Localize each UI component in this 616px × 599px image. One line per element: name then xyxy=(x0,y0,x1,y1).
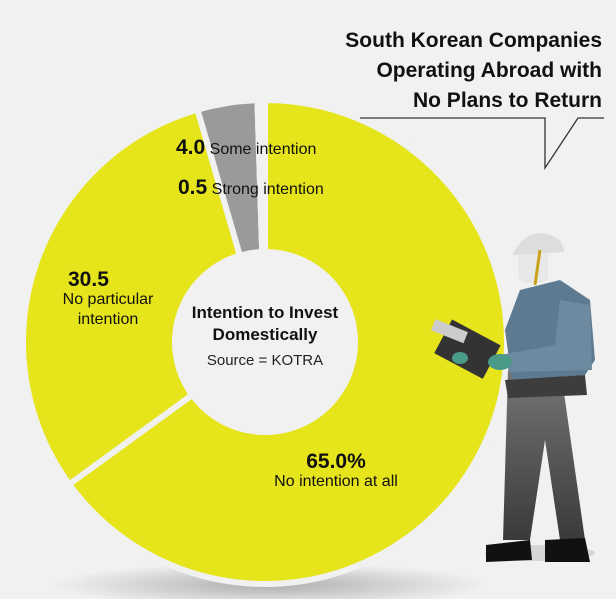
donut-hole xyxy=(175,252,355,432)
value-label: 65.0% xyxy=(306,450,366,473)
slice-strong-intention xyxy=(254,96,268,256)
label-some-intention: 4.0 Some intention xyxy=(176,136,317,160)
category-label: Some intention xyxy=(209,141,317,158)
source-note: Source = KOTRA xyxy=(206,352,324,369)
title-line-3: No Plans to Return xyxy=(412,89,602,112)
category-label-line-1: No particular xyxy=(62,291,154,308)
value-label: 4.0 xyxy=(176,136,206,159)
value-label: 30.5 xyxy=(68,268,109,291)
label-strong-intention: 0.5 Strong intention xyxy=(178,176,324,200)
chart-title: South Korean Companies Operating Abroad … xyxy=(345,26,602,116)
worker-illustration xyxy=(430,232,595,562)
label-no-intention: 65.0% No intention at all xyxy=(250,450,422,492)
label-no-particular-intention: 30.5 No particular intention xyxy=(48,268,168,330)
category-label-line-2: intention xyxy=(77,311,139,328)
value-label: 0.5 xyxy=(178,176,208,199)
center-title-line-2: Domestically xyxy=(212,325,318,344)
category-label: Strong intention xyxy=(211,181,324,198)
category-label: No intention at all xyxy=(274,473,398,490)
center-title-line-1: Intention to Invest xyxy=(191,303,339,322)
donut-center-text: Intention to Invest Domestically Source … xyxy=(175,302,355,369)
speech-bubble-pointer xyxy=(360,117,604,171)
title-line-2: Operating Abroad with xyxy=(376,59,602,82)
title-line-1: South Korean Companies xyxy=(345,29,602,52)
